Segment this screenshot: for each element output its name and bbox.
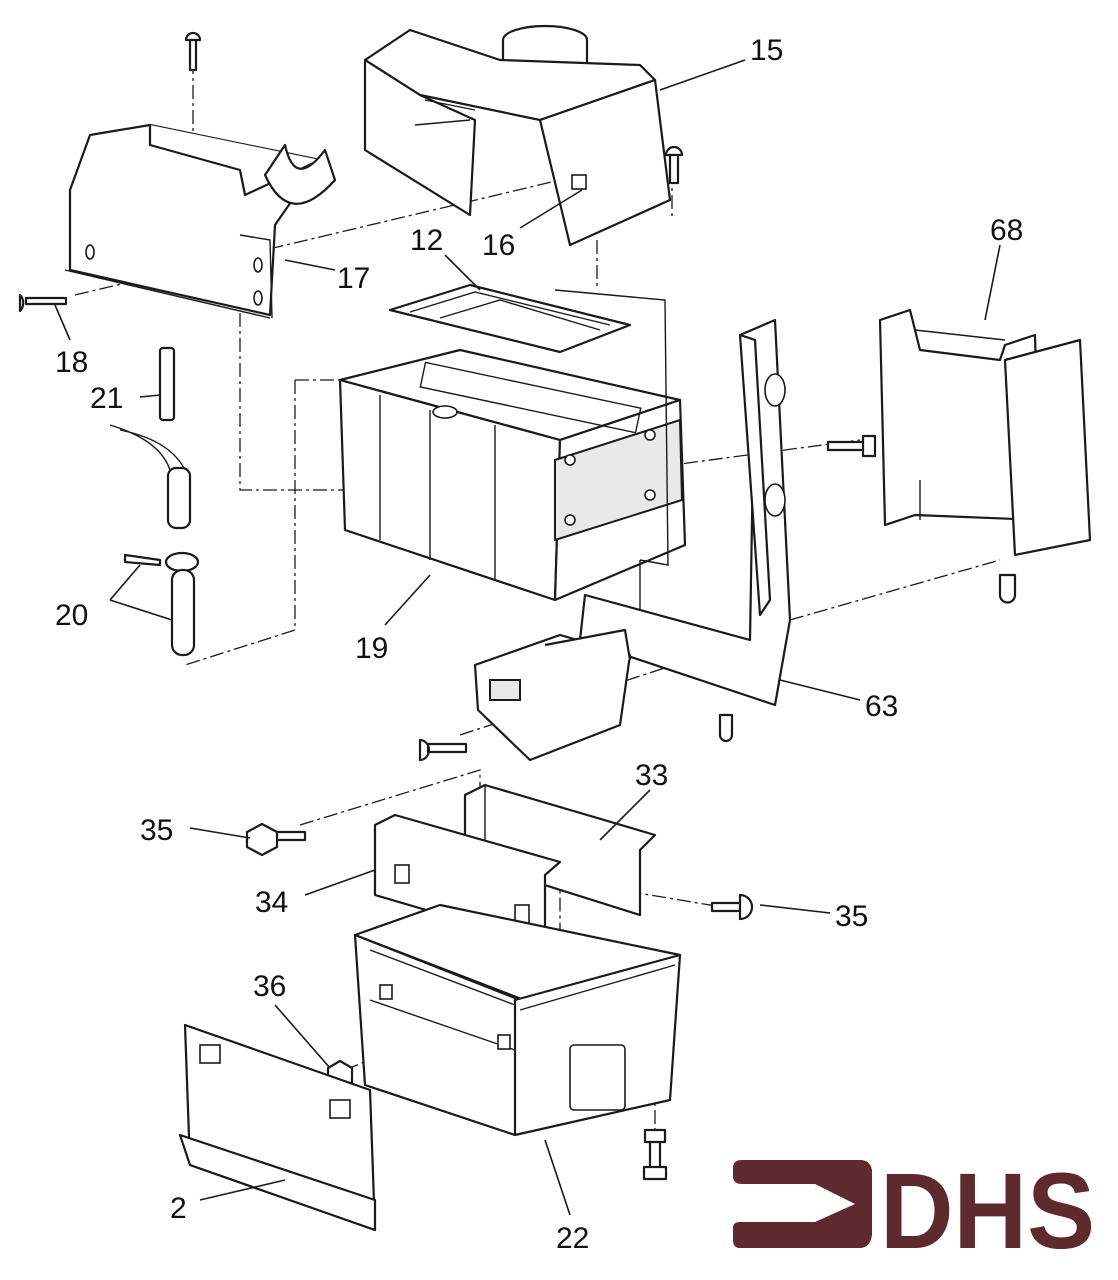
- callout-21: 21: [90, 382, 123, 415]
- callout-15: 15: [750, 34, 783, 67]
- part-34-panel: [373, 813, 562, 947]
- callout-17: 17: [337, 262, 370, 295]
- part-68-frame: [878, 308, 1092, 604]
- callout-19: 19: [355, 632, 388, 665]
- part-63-bracket: [578, 318, 792, 743]
- bolt-35-right: [710, 893, 754, 921]
- callout-20: 20: [55, 599, 88, 632]
- callout-35-right: 35: [835, 900, 868, 933]
- part-17-bracket: [64, 123, 337, 319]
- part-20-pilot: [123, 551, 200, 657]
- callout-18: 18: [55, 346, 88, 379]
- part-12-burner-bar: [388, 283, 632, 354]
- part-2-front-plate: [178, 1023, 377, 1232]
- callout-68: 68: [990, 214, 1023, 247]
- screw-top: [184, 31, 202, 72]
- callout-16: 16: [482, 229, 515, 262]
- part-19-heat-exchanger: [338, 348, 687, 602]
- part-15-flue-hood: [363, 24, 672, 247]
- callout-34: 34: [255, 886, 288, 919]
- bolt-35-left: [245, 822, 307, 857]
- callout-22: 22: [556, 1222, 589, 1255]
- callout-2: 2: [170, 1192, 187, 1225]
- bolt-bottom: [642, 1128, 668, 1181]
- dhs-logo: DHS: [733, 1150, 1095, 1271]
- logo-arrow-icon: [733, 1160, 872, 1248]
- callout-33: 33: [635, 759, 668, 792]
- screw-16: [664, 145, 684, 185]
- screw-18: [18, 293, 68, 313]
- callout-63: 63: [865, 690, 898, 723]
- logo-text: DHS: [880, 1150, 1095, 1271]
- screws: [18, 31, 877, 1181]
- bolt-63: [826, 434, 877, 458]
- callout-12: 12: [410, 224, 443, 257]
- callout-leaders: [54, 59, 1001, 1216]
- callout-labels: 15 16 12 17 18 21 68 20 19 63 33 35 34 3…: [55, 34, 1023, 1255]
- burner-box: [473, 628, 632, 762]
- part-22-combustion-box: [353, 903, 682, 1137]
- callout-35-left: 35: [140, 814, 173, 847]
- screw-burner: [418, 738, 468, 762]
- callout-36: 36: [253, 970, 286, 1003]
- part-21-electrode: [109, 346, 192, 530]
